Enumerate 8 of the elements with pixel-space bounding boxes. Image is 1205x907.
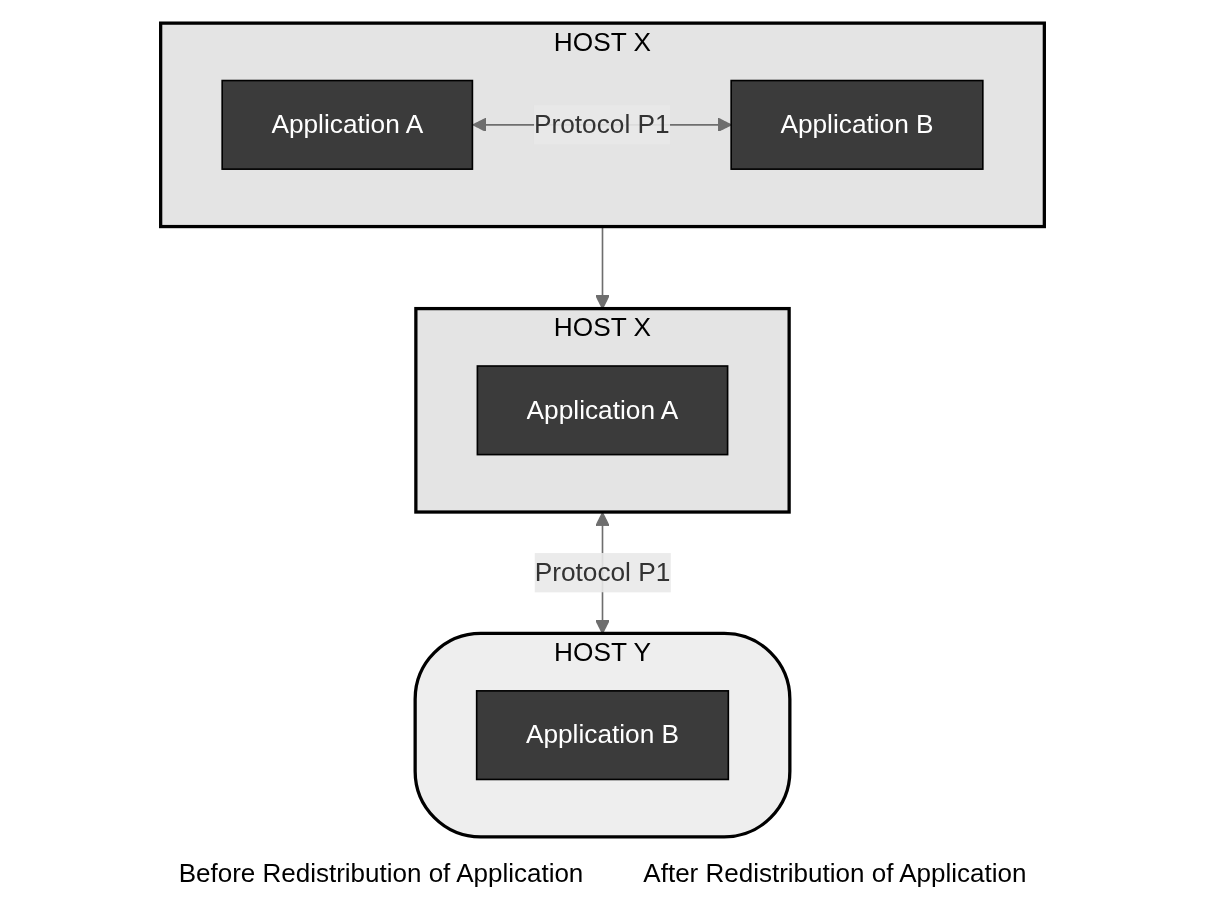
edge-label: Protocol P1 — [533, 110, 670, 138]
node-box: Application B — [475, 690, 730, 781]
caption-text: After Redistribution of Application — [643, 858, 1027, 889]
caption-text: Before Redistribution of Application — [178, 858, 584, 889]
node-box: Application A — [476, 365, 729, 456]
node-box: Application A — [221, 79, 474, 170]
node-box: Application B — [730, 79, 984, 170]
edge-label: Protocol P1 — [534, 557, 671, 586]
